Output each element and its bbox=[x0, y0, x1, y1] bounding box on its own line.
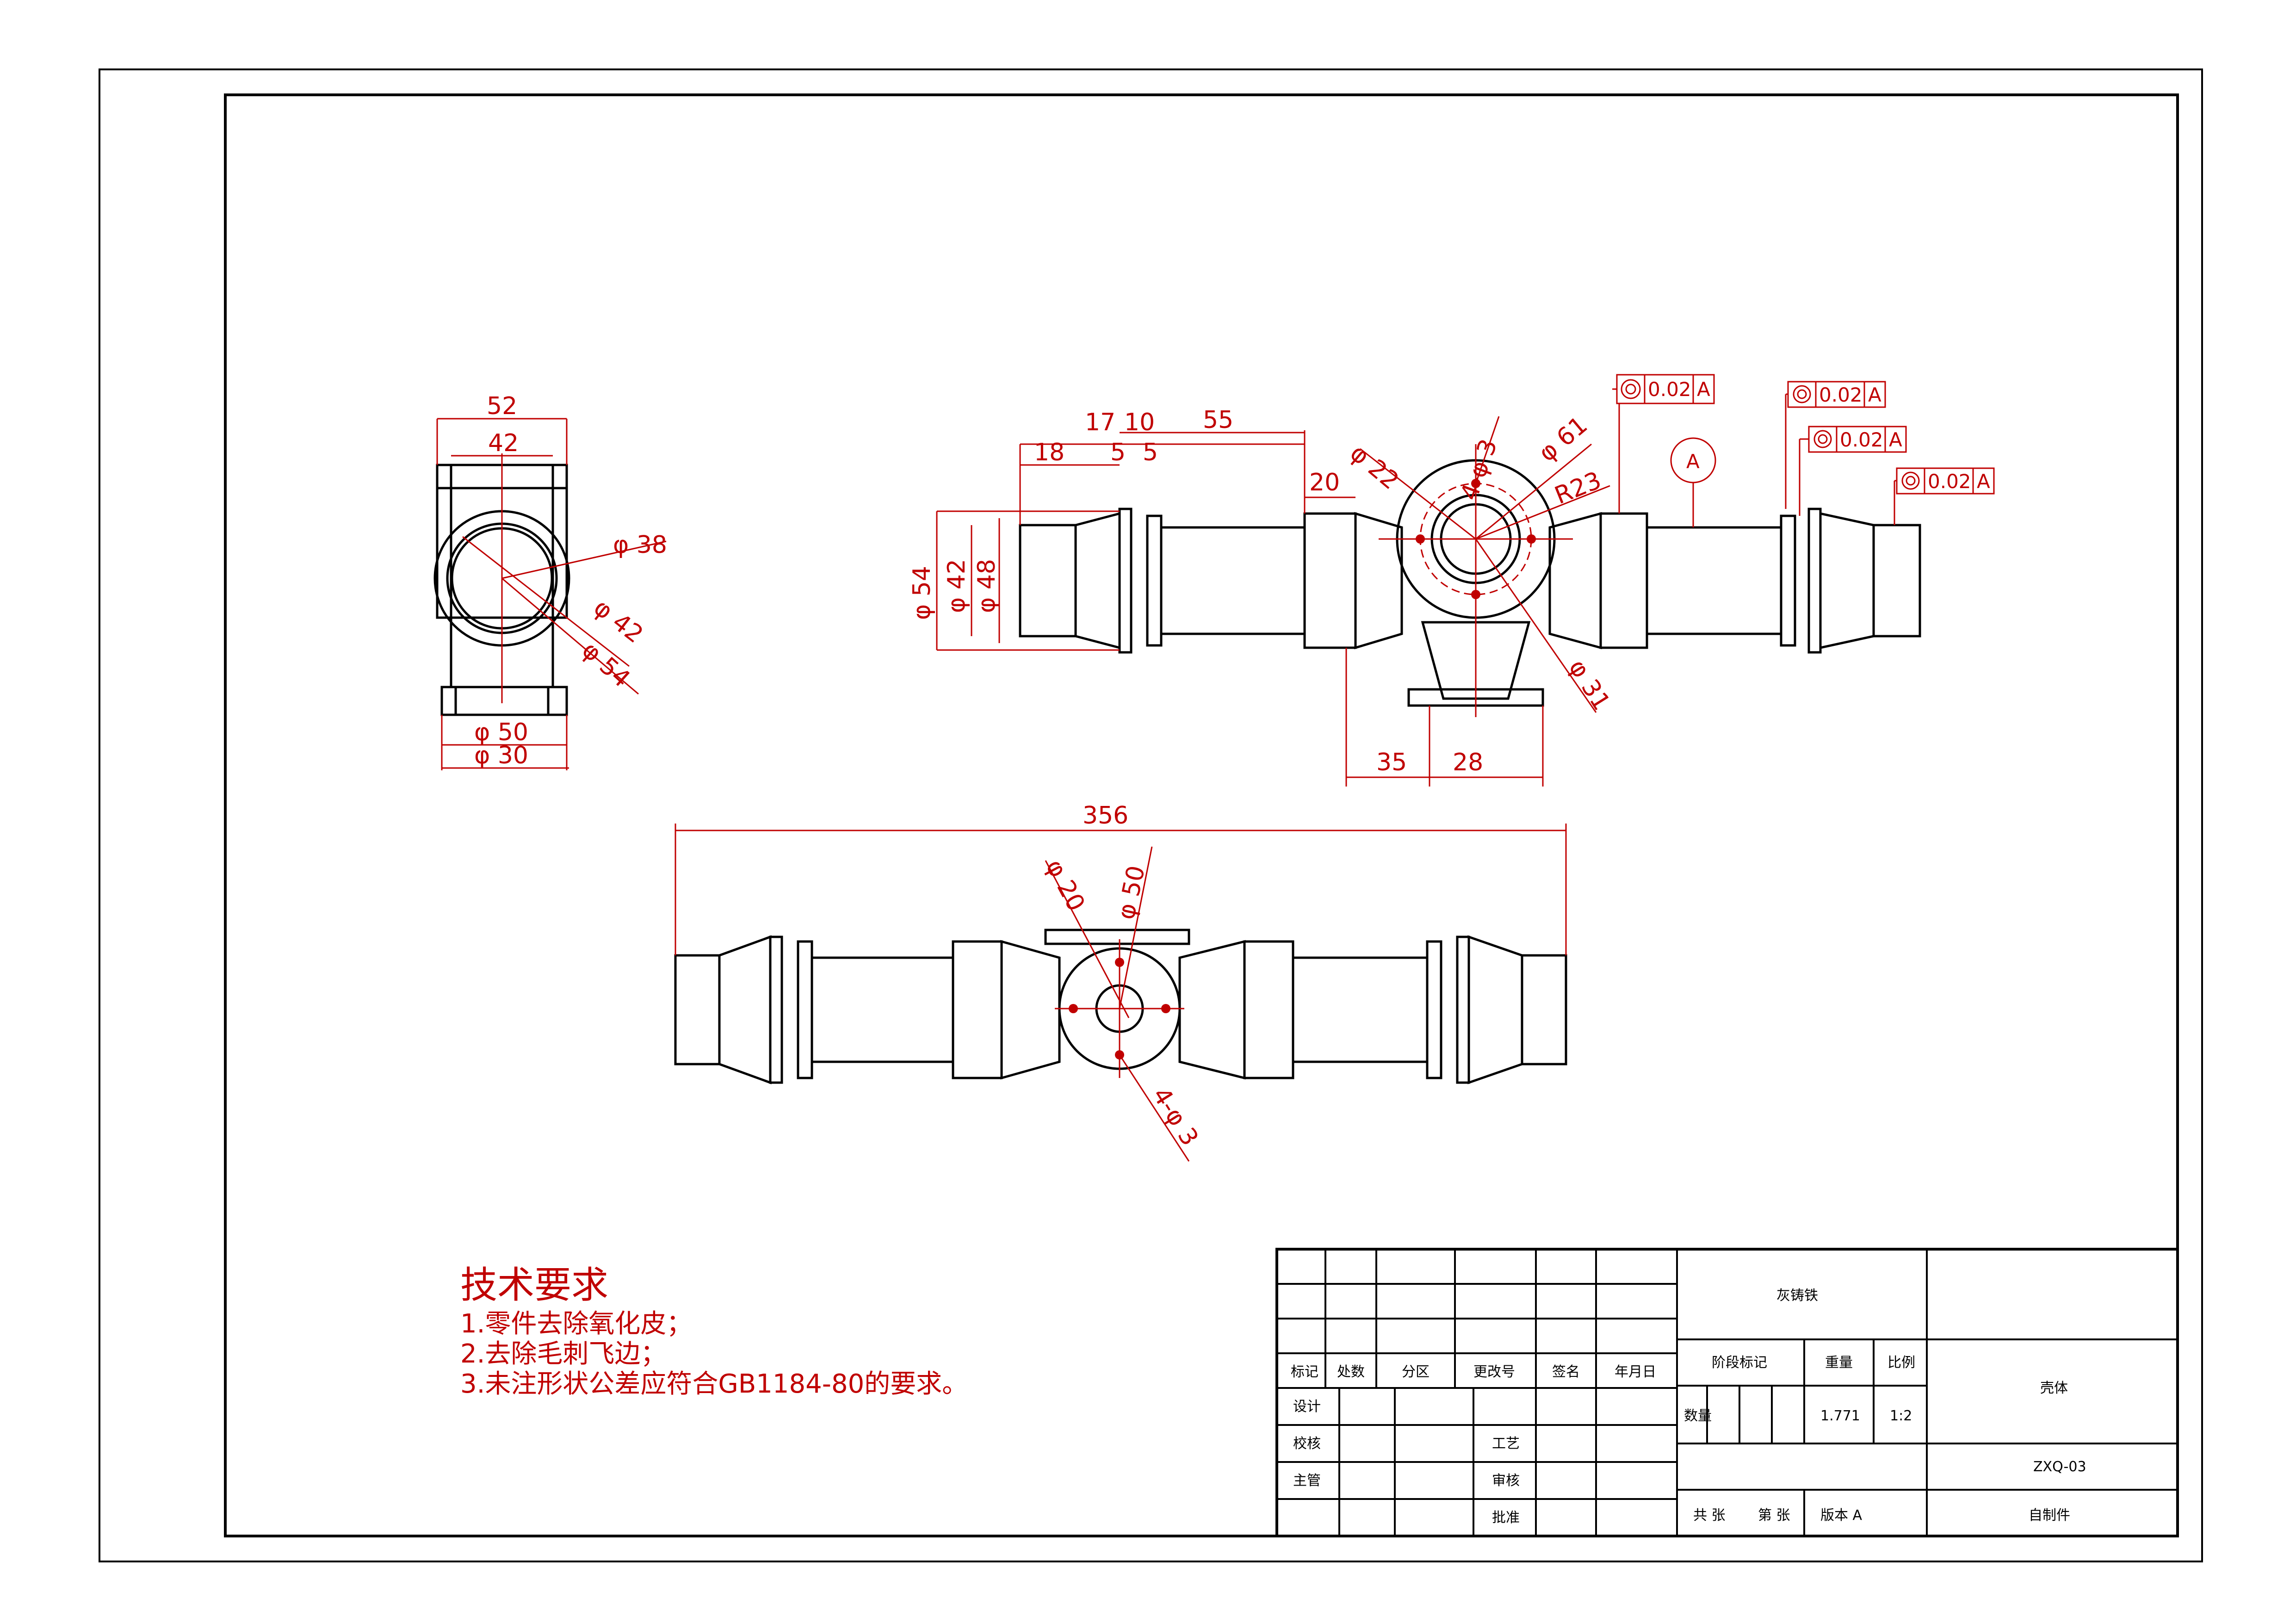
tb-approve: 批准 bbox=[1492, 1510, 1520, 1526]
tb-weight-value: 1.771 bbox=[1820, 1408, 1860, 1424]
dim-52: 52 bbox=[487, 392, 517, 420]
tb-sheet-no: 第 张 bbox=[1758, 1507, 1790, 1524]
tb-header-mark: 标记 bbox=[1291, 1364, 1318, 1380]
dim-dia-48-front: φ 48 bbox=[973, 559, 1001, 613]
outer-frame bbox=[99, 68, 2203, 1562]
datum-a: A bbox=[1686, 450, 1700, 473]
dim-356: 356 bbox=[1083, 802, 1128, 830]
dim-dia-54-front: φ 54 bbox=[908, 566, 936, 620]
tb-sheets-total: 共 张 bbox=[1693, 1507, 1726, 1524]
notes-title: 技术要求 bbox=[460, 1264, 608, 1307]
tb-process: 工艺 bbox=[1492, 1436, 1520, 1452]
tb-header-sign: 签名 bbox=[1552, 1364, 1580, 1380]
dim-dia-31: φ 31 bbox=[1563, 655, 1615, 715]
notes-line-2: 2.去除毛刺飞边； bbox=[460, 1339, 666, 1369]
dim-r23: R23 bbox=[1551, 466, 1605, 510]
svg-text:0.02: 0.02 bbox=[1648, 378, 1691, 401]
tb-design: 设计 bbox=[1293, 1399, 1321, 1415]
dim-42: 42 bbox=[488, 429, 519, 457]
technical-notes: 技术要求 1.零件去除氧化皮； 2.去除毛刺飞边； 3.未注形状公差应符合GB1… bbox=[460, 1264, 968, 1399]
dim-dia-42-front: φ 42 bbox=[943, 559, 971, 613]
notes-line-3: 3.未注形状公差应符合GB1184-80的要求。 bbox=[460, 1369, 968, 1399]
tb-check: 校核 bbox=[1293, 1436, 1321, 1452]
dim-dia-22: φ 22 bbox=[1345, 439, 1404, 495]
svg-text:A: A bbox=[1889, 428, 1902, 451]
tb-self-made: 自制件 bbox=[2029, 1507, 2070, 1524]
dim-dia-38: φ 38 bbox=[613, 531, 667, 559]
gdt-frame-1: 0.02 A bbox=[1612, 374, 1715, 514]
tb-review: 审核 bbox=[1492, 1473, 1520, 1489]
dim-dia-50-top: φ 50 bbox=[1112, 863, 1151, 922]
svg-text:A: A bbox=[1868, 384, 1881, 406]
tb-stage-mark: 阶段标记 bbox=[1712, 1355, 1767, 1371]
top-view: 356 φ 20 φ 50 4-φ 3 bbox=[674, 802, 1567, 1162]
tb-material: 灰铸铁 bbox=[1776, 1288, 1818, 1304]
tb-chief: 主管 bbox=[1293, 1473, 1321, 1489]
gdt-frame-2: 0.02 A bbox=[1785, 381, 1886, 509]
dim-holes-front: 4-φ 3 bbox=[1455, 435, 1503, 504]
dim-dia-30: φ 30 bbox=[474, 742, 528, 769]
dim-dia-50: φ 50 bbox=[474, 719, 528, 746]
svg-text:0.02: 0.02 bbox=[1840, 428, 1883, 451]
svg-text:A: A bbox=[1697, 378, 1710, 401]
tb-weight: 重量 bbox=[1825, 1355, 1853, 1371]
tb-scale-value: 1:2 bbox=[1890, 1408, 1912, 1424]
dim-10: 10 bbox=[1124, 409, 1155, 436]
gdt-frames: 0.02 A 0.02 A 0.02 A bbox=[1612, 374, 1995, 525]
tb-version: 版本 A bbox=[1820, 1507, 1863, 1524]
tb-part-name: 壳体 bbox=[2040, 1380, 2068, 1396]
dim-17: 17 bbox=[1085, 409, 1115, 436]
dim-holes-top: 4-φ 3 bbox=[1147, 1083, 1204, 1151]
dim-18: 18 bbox=[1034, 439, 1064, 466]
tb-quantity: 数量 bbox=[1684, 1408, 1712, 1424]
tb-header-change: 更改号 bbox=[1473, 1364, 1515, 1380]
notes-line-1: 1.零件去除氧化皮； bbox=[460, 1309, 692, 1339]
svg-text:0.02: 0.02 bbox=[1819, 384, 1863, 406]
tb-header-count: 处数 bbox=[1337, 1364, 1365, 1380]
dim-35: 35 bbox=[1376, 749, 1407, 776]
dim-28: 28 bbox=[1453, 749, 1483, 776]
left-view: 52 42 φ 38 φ 42 φ 54 φ 50 φ 30 bbox=[433, 392, 667, 770]
dim-55: 55 bbox=[1203, 406, 1233, 434]
inner-frame bbox=[224, 93, 2179, 1537]
tb-drawing-no: ZXQ-03 bbox=[2033, 1459, 2086, 1475]
dim-20: 20 bbox=[1309, 469, 1340, 496]
tb-scale: 比例 bbox=[1888, 1355, 1915, 1371]
title-block: 标记 处数 分区 更改号 签名 年月日 设计 校核 主管 工艺 审核 批准 灰铸… bbox=[1275, 1248, 2179, 1537]
dim-5b: 5 bbox=[1143, 439, 1158, 466]
svg-text:A: A bbox=[1977, 470, 1990, 493]
gdt-frame-3: 0.02 A bbox=[1799, 426, 1907, 516]
tb-header-zone: 分区 bbox=[1402, 1364, 1430, 1380]
front-view: 18 17 10 5 5 55 20 φ 22 4-φ 3 φ 61 R23 φ… bbox=[908, 406, 1921, 787]
dim-dia-20-top: φ 20 bbox=[1040, 855, 1090, 916]
svg-text:0.02: 0.02 bbox=[1928, 470, 1971, 493]
dim-5a: 5 bbox=[1110, 439, 1126, 466]
dim-dia-61: φ 61 bbox=[1534, 411, 1593, 467]
gdt-frame-4: 0.02 A bbox=[1894, 467, 1995, 525]
tb-header-date: 年月日 bbox=[1615, 1364, 1656, 1380]
